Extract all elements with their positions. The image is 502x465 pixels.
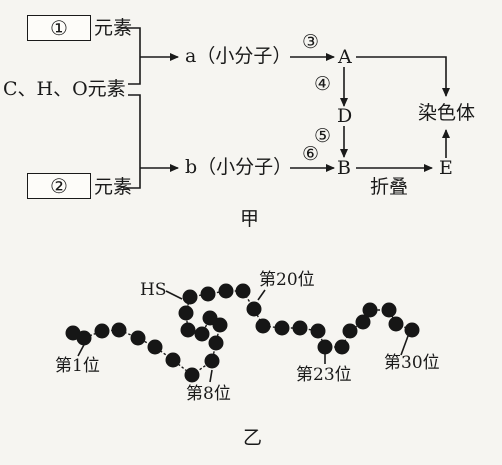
residue-14 <box>180 322 196 338</box>
node-a: a（小分子） <box>185 45 292 67</box>
box-1-suffix: 元素 <box>94 17 133 39</box>
residue-15 <box>178 305 194 321</box>
residue-29 <box>362 302 378 318</box>
residue-28 <box>355 314 371 330</box>
label-pos-20: 第20位 <box>259 270 315 290</box>
residue-26 <box>334 339 350 355</box>
residue-16 <box>182 289 198 305</box>
peptide-chain <box>65 283 420 383</box>
residue-10 <box>208 335 224 351</box>
node-b: b（小分子） <box>185 156 293 178</box>
chon-label: C、H、O元素 <box>3 78 126 100</box>
residue-5 <box>130 330 146 346</box>
residue-13 <box>194 326 210 342</box>
residue-4 <box>111 322 127 338</box>
residue-24 <box>310 323 326 339</box>
leader-pos-8 <box>209 369 213 383</box>
node-E: E <box>439 157 453 179</box>
arrow-A-to-chromosome <box>356 56 450 97</box>
residue-20 <box>246 301 262 317</box>
label-pos-1: 第1位 <box>55 356 100 376</box>
residue-8 <box>184 367 200 383</box>
residue-7 <box>165 352 181 368</box>
step-3: ③ <box>302 31 320 53</box>
label-pos-30: 第30位 <box>384 353 440 373</box>
residue-9 <box>204 353 220 369</box>
residue-17 <box>200 286 216 302</box>
residue-6 <box>147 339 163 355</box>
hs-label: HS <box>140 280 167 300</box>
caption-jia: 甲 <box>240 208 260 230</box>
residue-31 <box>388 316 404 332</box>
residue-3 <box>94 323 110 339</box>
residue-22 <box>274 320 290 336</box>
residue-19 <box>235 283 251 299</box>
residue-30 <box>381 302 397 318</box>
element-box-1: ① <box>27 15 91 41</box>
residue-2 <box>76 330 92 346</box>
caption-yi: 乙 <box>243 427 263 449</box>
hs-bond <box>165 290 183 300</box>
leader-pos-20 <box>257 289 266 301</box>
residue-23 <box>292 320 308 336</box>
residue-18 <box>218 283 234 299</box>
node-B: B <box>337 157 351 179</box>
bracket-top <box>123 27 141 85</box>
node-D: D <box>337 105 353 127</box>
residue-27 <box>342 323 358 339</box>
bracket-bottom <box>123 94 141 189</box>
element-box-2: ② <box>27 173 91 199</box>
box-2-suffix: 元素 <box>94 176 133 198</box>
step-6: ⑥ <box>302 143 320 165</box>
residue-25 <box>317 339 333 355</box>
fold-label: 折叠 <box>370 176 409 198</box>
box-1-symbol: ① <box>50 16 68 40</box>
label-pos-23: 第23位 <box>296 365 352 385</box>
residue-21 <box>255 318 271 334</box>
residue-12 <box>202 310 218 326</box>
step-4: ④ <box>314 73 332 95</box>
chromosome-label: 染色体 <box>418 102 476 124</box>
leader-pos-30 <box>400 335 409 356</box>
box-2-symbol: ② <box>50 174 68 198</box>
step-5: ⑤ <box>314 125 332 147</box>
residue-32 <box>404 322 420 338</box>
label-pos-8: 第8位 <box>186 384 231 404</box>
node-A: A <box>338 46 352 68</box>
